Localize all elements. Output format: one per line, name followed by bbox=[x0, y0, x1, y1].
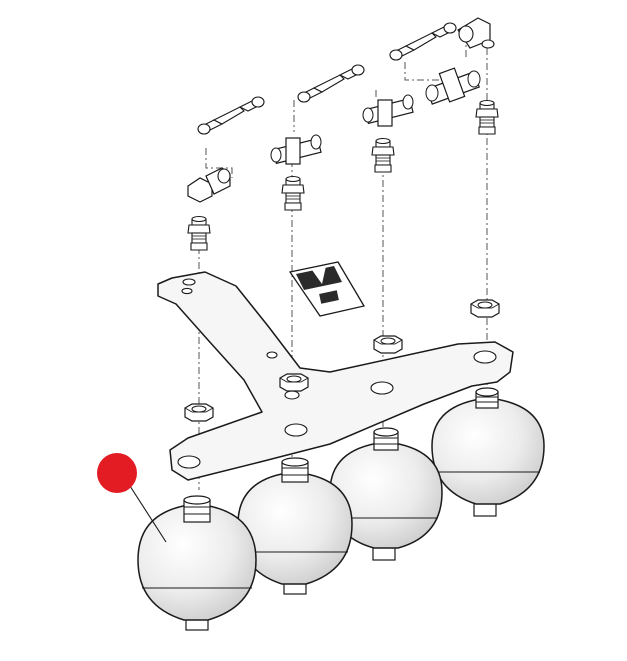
adapter-fitting-2 bbox=[281, 175, 305, 211]
hose-pipe-3 bbox=[389, 22, 457, 61]
hex-nut-3 bbox=[373, 335, 403, 354]
adapter-fitting-4 bbox=[475, 99, 499, 135]
adapter-fitting-3 bbox=[371, 137, 395, 173]
cross-fitting bbox=[425, 67, 481, 105]
accumulator-4 bbox=[431, 387, 545, 517]
hose-pipe-1 bbox=[197, 96, 265, 135]
tee-fitting-1 bbox=[270, 134, 322, 165]
elbow-fitting bbox=[187, 167, 231, 203]
hex-nut-1 bbox=[184, 403, 214, 422]
callout-leader-line bbox=[129, 485, 167, 543]
plate-holes bbox=[177, 278, 497, 469]
warning-label bbox=[288, 261, 366, 317]
top-elbow-fitting bbox=[457, 17, 495, 49]
accumulator-2 bbox=[237, 457, 353, 595]
accumulator-1 bbox=[137, 495, 257, 631]
hex-nut-2 bbox=[279, 373, 309, 392]
hex-nut-4 bbox=[470, 299, 500, 318]
callout-marker bbox=[97, 453, 137, 493]
adapter-fitting-1 bbox=[187, 215, 211, 251]
mounting-plate bbox=[157, 271, 514, 481]
hose-pipe-2 bbox=[297, 64, 365, 103]
tee-fitting-2 bbox=[362, 94, 414, 127]
